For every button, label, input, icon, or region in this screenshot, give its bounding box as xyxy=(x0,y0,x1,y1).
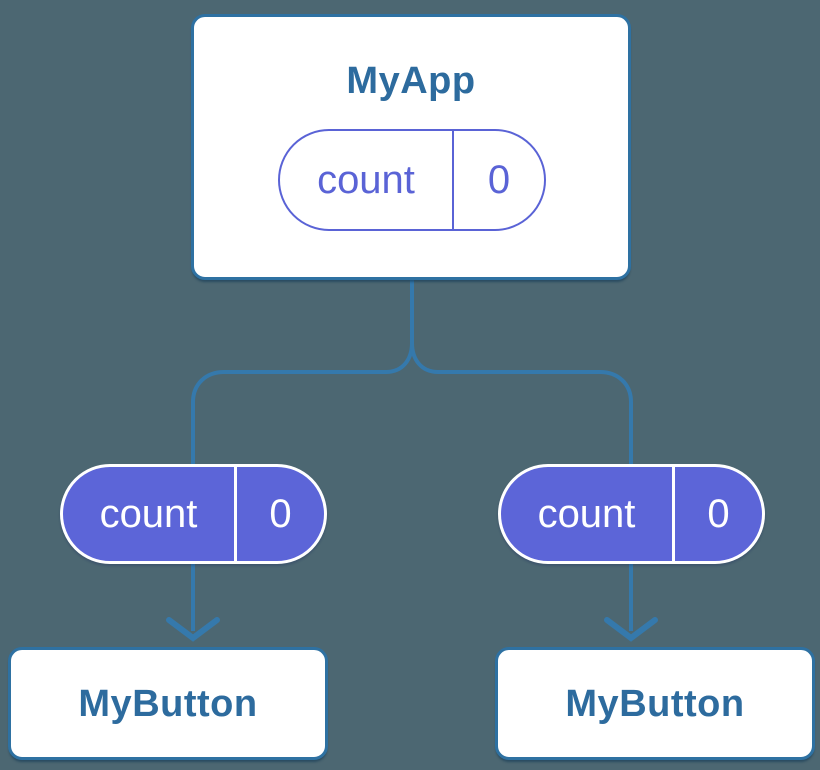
prop-name: count xyxy=(99,492,198,536)
state-pill-root: count 0 xyxy=(278,129,546,231)
prop-name: count xyxy=(537,492,636,536)
node-mybutton-right: MyButton xyxy=(495,647,815,760)
prop-pill-right: count 0 xyxy=(498,464,765,564)
state-value: 0 xyxy=(487,158,511,202)
pill-divider xyxy=(452,131,454,229)
state-name: count xyxy=(317,158,415,202)
node-title: MyApp xyxy=(346,60,476,102)
node-title: MyButton xyxy=(78,682,258,725)
pill-divider xyxy=(234,467,237,561)
arrow-down-icon xyxy=(166,617,220,642)
node-myapp: MyApp count 0 xyxy=(191,14,631,280)
prop-pill-left: count 0 xyxy=(60,464,327,564)
node-title: MyButton xyxy=(565,682,745,725)
prop-value: 0 xyxy=(269,492,292,536)
edge-root-to-left-child xyxy=(191,279,414,631)
node-mybutton-left: MyButton xyxy=(8,647,328,760)
pill-divider xyxy=(672,467,675,561)
prop-value: 0 xyxy=(707,492,730,536)
edge-root-to-right-child xyxy=(410,279,633,631)
arrow-down-icon xyxy=(604,617,658,642)
